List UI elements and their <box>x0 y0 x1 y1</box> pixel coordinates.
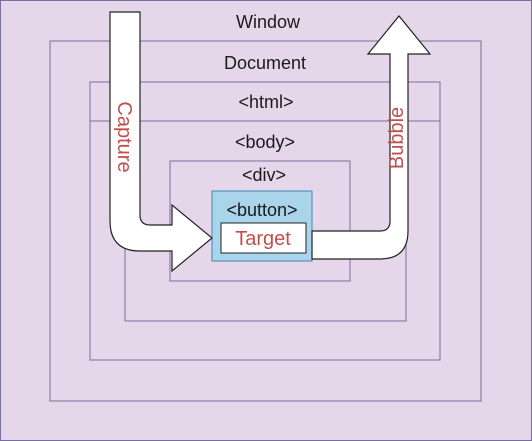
target-box <box>220 222 307 254</box>
html-box <box>89 81 441 361</box>
window-label: Window <box>236 12 301 32</box>
div-label: <div> <box>242 165 286 185</box>
html-label: <html> <box>238 92 293 112</box>
div-box <box>169 160 351 282</box>
button-label: <button> <box>226 200 297 220</box>
body-label: <body> <box>235 132 295 152</box>
capture-arrow <box>109 11 213 273</box>
document-box <box>49 40 482 402</box>
document-label: Document <box>224 53 306 73</box>
bubble-arrow <box>311 15 432 260</box>
bubble-label: Bubble <box>386 107 408 169</box>
capture-label: Capture <box>113 101 135 172</box>
target-label: Target <box>235 228 291 250</box>
